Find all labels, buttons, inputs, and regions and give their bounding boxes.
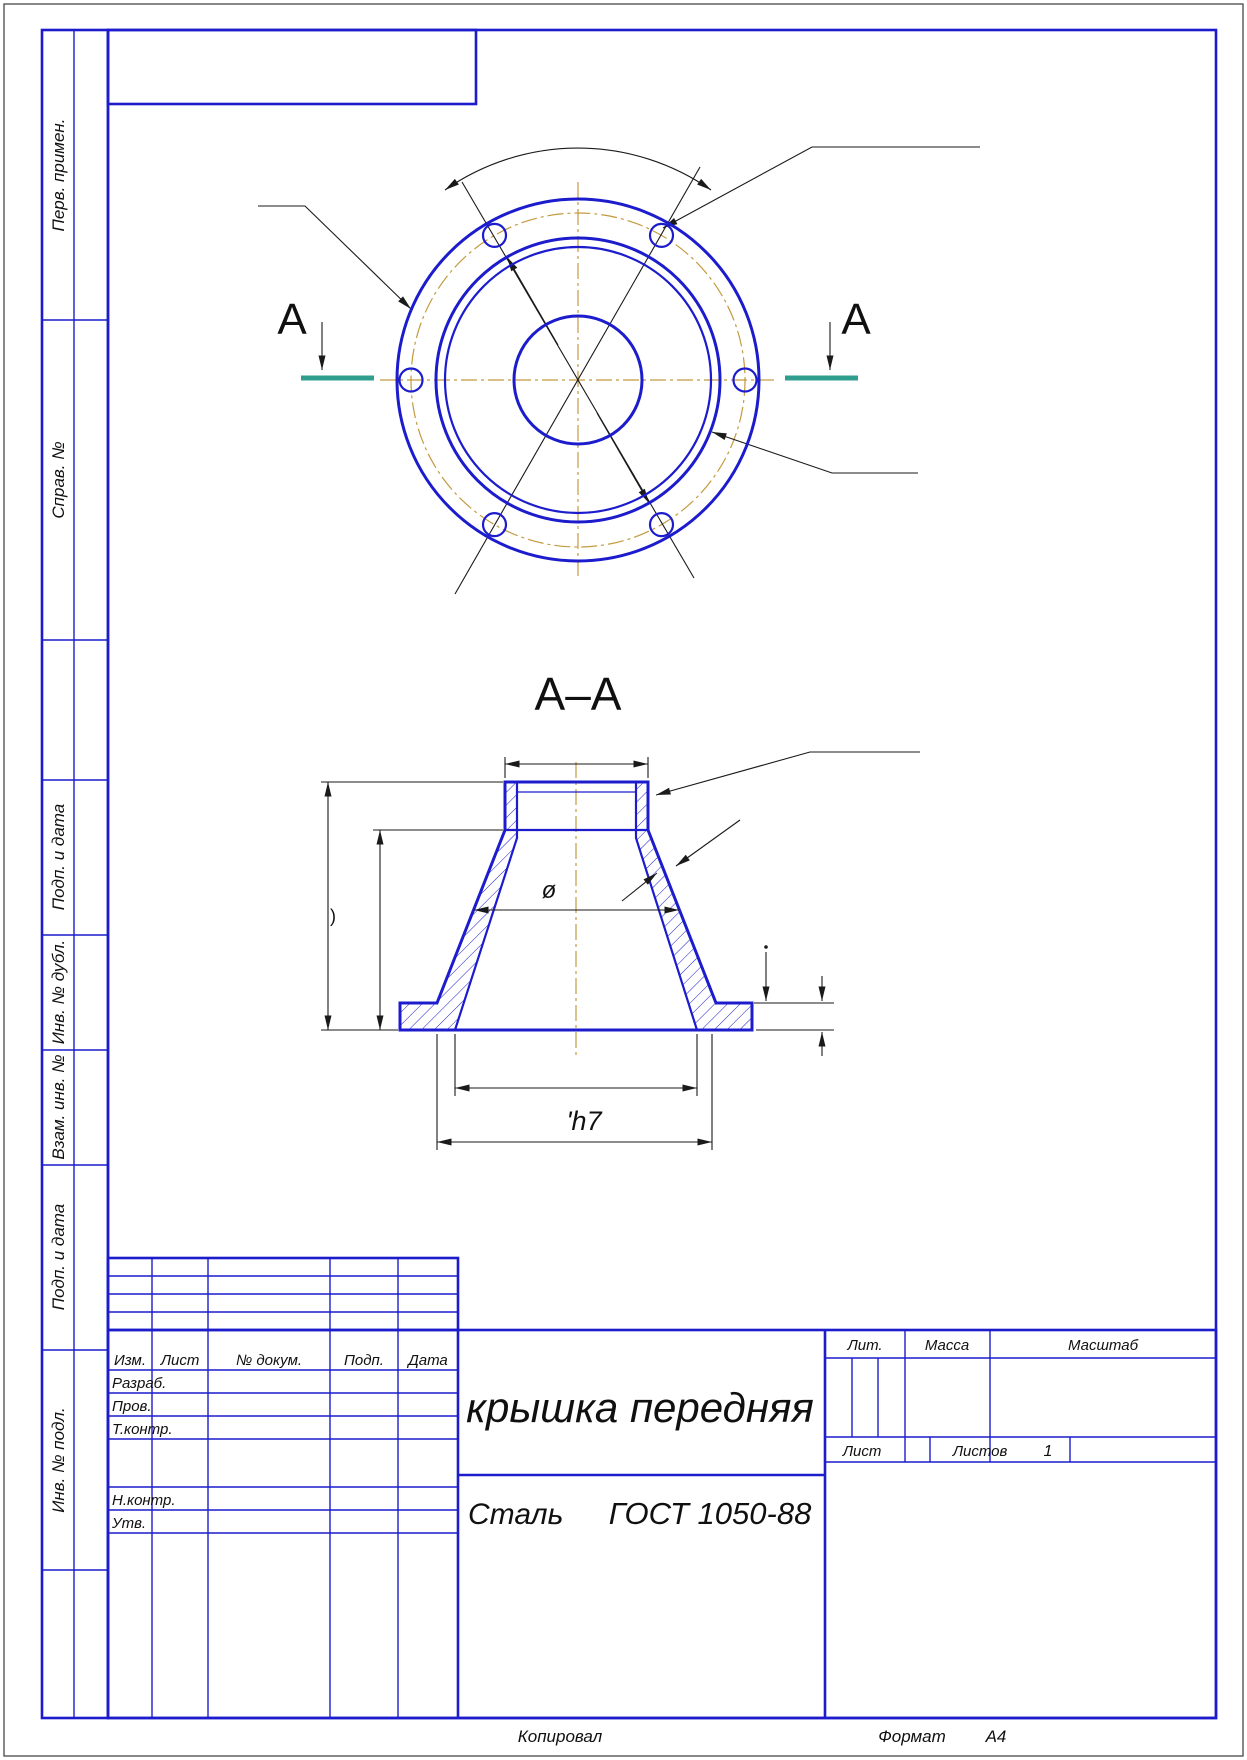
leader-chamfer [655, 751, 920, 796]
section-view-label: A–A [535, 668, 622, 720]
cut-letter-right: A [841, 295, 871, 344]
sheets-value: 1 [1044, 1443, 1053, 1460]
section-dimensions: ø 'h7 ) [321, 751, 920, 1150]
margin-label-inv-dubl: Инв. № дубл. [49, 940, 68, 1045]
leader-right [711, 431, 918, 474]
col-data: Дата [406, 1352, 448, 1369]
col-izm: Изм. [114, 1352, 146, 1369]
top-view: A A [258, 146, 980, 595]
mass-label: Масса [925, 1337, 969, 1354]
part-name: крышка передняя [466, 1384, 814, 1431]
top-left-doc-box [106, 28, 478, 106]
bolt-hole [732, 367, 758, 393]
signature-row-labels: Разраб. Пров. Т.контр. Н.контр. Утв. [111, 1375, 176, 1532]
margin-label-inv-podl: Инв. № подл. [49, 1407, 68, 1513]
leader-upper-right [662, 146, 980, 229]
dim-wall-thickness-arrow [675, 819, 741, 867]
bolt-hole [648, 511, 675, 538]
row-prov: Пров. [112, 1398, 152, 1415]
diameter-symbol: ø [542, 877, 557, 904]
format-value: A4 [985, 1727, 1007, 1746]
material: Сталь [468, 1498, 563, 1531]
margin-label-podp-data-1: Подп. и дата [49, 804, 68, 910]
bolt-hole [481, 511, 508, 538]
section-view: ø 'h7 ) [321, 751, 920, 1150]
footer: Копировал Формат A4 [518, 1727, 1007, 1746]
angular-dimension-arc [444, 147, 712, 191]
bolt-hole [398, 367, 424, 393]
row-nkontr: Н.контр. [112, 1492, 176, 1509]
tolerance-h7-text: 'h7 [566, 1106, 602, 1136]
dim-wall-thickness-arrow [621, 872, 658, 902]
bolt-hole [481, 222, 508, 248]
sheet-frame [40, 28, 1218, 1720]
margin-label-sprav-no: Справ. № [49, 441, 68, 518]
margin-label-perv-primen: Перв. примен. [49, 119, 68, 232]
row-utv: Утв. [111, 1515, 146, 1532]
revision-header-labels: Изм. Лист № докум. Подп. Дата [114, 1352, 448, 1369]
material-standard: ГОСТ 1050-88 [609, 1496, 812, 1531]
row-tkontr: Т.контр. [112, 1421, 173, 1438]
scale-label: Масштаб [1068, 1337, 1139, 1354]
bolt-hole [648, 222, 675, 248]
sheets-label: Листов [952, 1443, 1008, 1460]
leader-upper-left [258, 205, 412, 310]
margin-label-podp-data-2: Подп. и дата [49, 1204, 68, 1310]
lit-label: Лит. [846, 1337, 882, 1354]
section-hatching [400, 782, 752, 1030]
dim-dot [764, 945, 768, 949]
margin-labels: Перв. примен. Справ. № Подп. и дата Инв.… [49, 119, 68, 1513]
section-plane-marks: A A [277, 295, 871, 381]
col-podp: Подп. [344, 1352, 384, 1369]
title-block-right-labels: Лит. Масса Масштаб Лист Листов 1 [842, 1337, 1139, 1460]
cut-letter-left: A [277, 295, 307, 344]
col-dokum: № докум. [236, 1352, 302, 1369]
page-border [3, 3, 1244, 1757]
title-block: Изм. Лист № докум. Подп. Дата Разраб. Пр… [106, 1256, 1218, 1720]
sheet-label: Лист [842, 1443, 882, 1460]
top-view-dimension-lines [258, 146, 980, 595]
row-razrab: Разраб. [112, 1375, 166, 1392]
section-outline [398, 780, 754, 1032]
copied-label: Копировал [518, 1727, 603, 1746]
col-list: Лист [160, 1352, 200, 1369]
margin-label-vzam-inv: Взам. инв. № [49, 1054, 68, 1159]
clipped-dim-text: ) [330, 906, 336, 926]
top-view-outline [395, 197, 761, 563]
format-label: Формат [878, 1727, 946, 1746]
